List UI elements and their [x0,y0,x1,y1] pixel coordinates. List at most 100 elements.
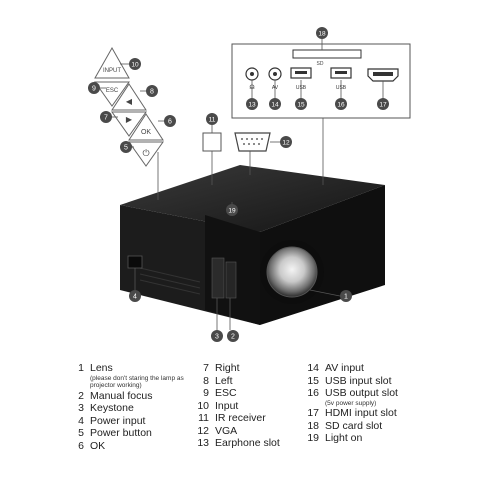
callout-8: 8 [146,85,158,97]
legend-note: (5v power supply) [325,399,377,407]
legend-number: 4 [78,414,84,427]
legend-label: Power input [90,414,146,427]
callout-6-text: 6 [168,119,172,126]
legend-label: AV input [325,362,364,374]
legend-label: USB input slot [325,374,392,387]
left-arrow-icon: ◀ [126,97,133,106]
diagram-svg: INPUT ESC ◀ ▶ OK ⏻ SD ☊ AV USB USB [88,27,411,342]
callout-9-text: 9 [92,86,96,93]
legend-label: Earphone slot [215,437,280,449]
callout-7-text: 7 [104,115,108,122]
projector-diagram: INPUT ESC ◀ ▶ OK ⏻ SD ☊ AV USB USB [88,27,411,342]
input-button [94,46,130,79]
legend-item: 17 HDMI input slot [305,407,495,420]
legend-item: 18 SD card slot [305,420,495,433]
callout-15-text: 15 [297,102,305,109]
callout-3-text: 3 [215,334,219,341]
legend-item-16-label-group: USB output slot (5v power supply) [325,387,398,407]
legend-item: 2 Manual focus [70,390,210,403]
legend-number: 13 [197,437,209,449]
control-panel [94,46,164,167]
legend-number: 6 [78,439,84,452]
legend-label: Keystone [90,402,134,414]
callout-2: 2 [227,330,239,342]
legend-number: 11 [198,412,209,424]
sd-text: SD [317,61,324,67]
callout-14: 14 [269,98,281,110]
legend-number: 2 [78,389,84,402]
esc-text: ESC [106,88,119,94]
ok-text: OK [141,129,151,136]
legend-item-1-label-group: Lens (please don't staring the lamp as p… [90,362,186,390]
callout-3: 3 [211,330,223,342]
callout-12-text: 12 [282,140,290,147]
legend-label: OK [90,439,106,452]
callout-18-text: 18 [318,31,326,38]
legend-item: 1 Lens (please don't staring the lamp as… [70,362,210,390]
legend-item: 10 Input [195,400,310,413]
legend-label: Right [215,362,240,374]
callout-16-text: 16 [337,102,345,109]
callout-1-text: 1 [344,294,348,301]
legend-label: Manual focus [90,389,153,402]
legend-label: Input [215,399,239,412]
vga-port [234,132,271,152]
usb-port-2 [330,67,352,79]
parts-legend: 1 Lens (please don't staring the lamp as… [0,362,500,500]
callout-11: 11 [206,113,218,125]
callout-5-text: 5 [124,145,128,152]
legend-label: VGA [215,424,238,437]
callout-16: 16 [335,98,347,110]
legend-column-1: 1 Lens (please don't staring the lamp as… [70,362,210,452]
legend-item: 15 USB input slot [305,375,495,388]
callout-8-text: 8 [150,89,154,96]
legend-label: USB output slot [325,387,398,399]
callout-4: 4 [129,290,141,302]
projector-body [120,165,385,325]
callout-13: 13 [246,98,258,110]
callout-14-text: 14 [271,102,279,109]
legend-label: HDMI input slot [325,407,397,419]
legend-label: Lens [90,362,113,374]
input-text: INPUT [103,68,121,74]
legend-item: 4 Power input [70,415,210,428]
callout-11-text: 11 [209,117,216,124]
lens-glass [267,247,317,297]
legend-number: 18 [307,419,319,432]
usb-port-1 [290,67,312,79]
callout-12: 12 [280,136,292,148]
callout-4-text: 4 [133,294,137,301]
legend-label: IR receiver [215,412,266,424]
legend-number: 16 [307,387,319,399]
callout-1: 1 [340,290,352,302]
rear-panel-frame [231,43,411,119]
callout-19: 19 [226,204,238,216]
legend-label: SD card slot [325,419,383,432]
legend-number: 10 [197,399,209,412]
legend-number: 15 [307,374,319,387]
legend-number: 12 [197,424,209,437]
legend-label: Power button [90,427,152,439]
leader-lines [100,38,384,330]
callout-17: 17 [377,98,389,110]
legend-label: Left [215,374,233,387]
hdmi-port [367,68,399,82]
callout-13-text: 13 [248,102,256,109]
callout-6: 6 [164,115,176,127]
callout-5: 5 [120,141,132,153]
callout-15: 15 [295,98,307,110]
legend-number: 17 [307,407,319,419]
legend-number: 1 [78,362,84,374]
legend-number: 9 [203,387,209,399]
esc-button [94,81,130,107]
callout-18: 18 [316,27,328,39]
power-button [128,141,164,167]
